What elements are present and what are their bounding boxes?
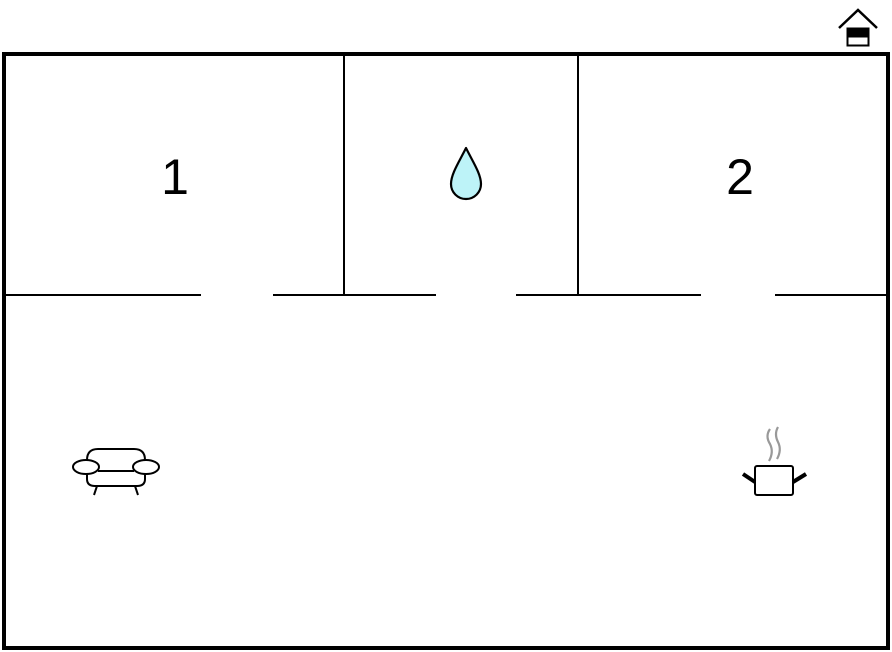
wall-bath-room2 — [577, 56, 579, 296]
wall-segment — [6, 294, 201, 296]
wall-segment — [516, 294, 701, 296]
room-bathroom[interactable] — [345, 56, 577, 294]
room-living-kitchen[interactable] — [6, 296, 886, 646]
outer-wall-right — [886, 52, 890, 650]
wall-segment — [775, 294, 886, 296]
house-icon[interactable] — [836, 6, 880, 48]
outer-wall-bottom — [2, 646, 890, 650]
wall-segment — [273, 294, 436, 296]
room-2[interactable]: 2 — [579, 56, 886, 294]
sofa-icon — [72, 448, 160, 496]
room-2-label: 2 — [726, 149, 754, 205]
cooking-pot-icon — [741, 426, 808, 496]
water-drop-icon — [449, 146, 483, 201]
room-1-label: 1 — [161, 149, 189, 205]
room-1[interactable]: 1 — [6, 56, 343, 294]
outer-wall-left — [2, 52, 6, 650]
wall-room1-bath — [343, 56, 345, 296]
outer-wall-top — [2, 52, 890, 56]
